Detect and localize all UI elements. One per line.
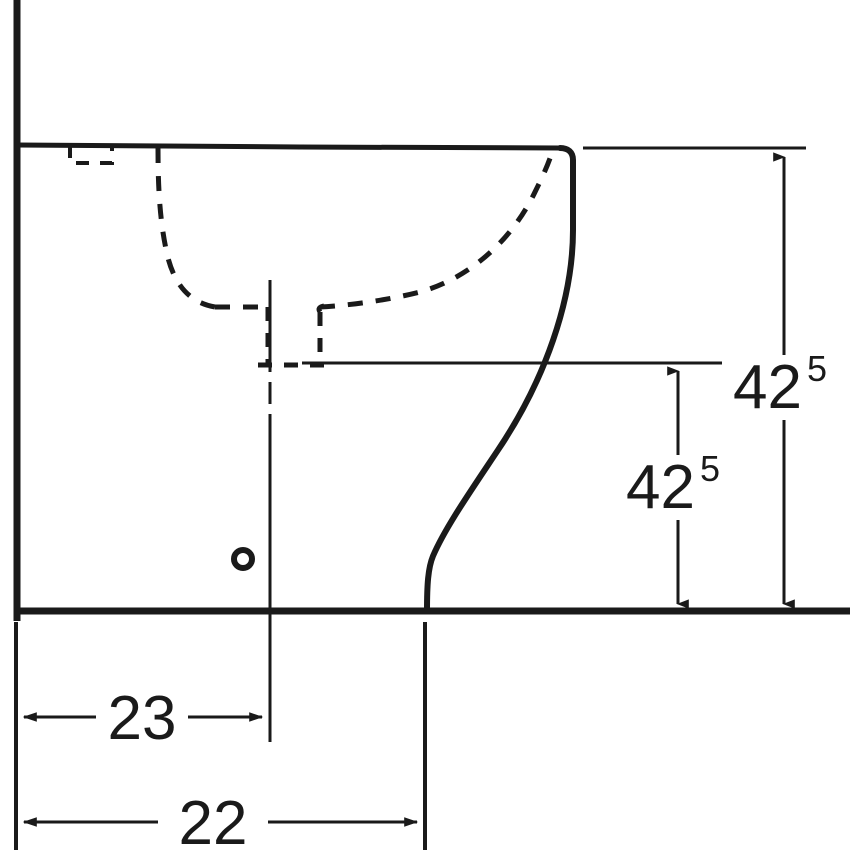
dimension-label-overall-height: 42 5 — [733, 348, 827, 422]
dimension-label-depth-overall: 22 — [179, 789, 248, 850]
dimension-label-inner-height: 42 5 — [626, 448, 720, 522]
wall-fixing-notch-hidden-line — [68, 145, 114, 165]
dimension-label-depth-front: 23 — [108, 684, 177, 753]
dimension-label-overall-height-value: 42 — [733, 353, 802, 422]
dimension-label-overall-height-superscript: 5 — [807, 348, 827, 389]
bowl-left-wall-hidden-line — [155, 147, 216, 310]
fixture-body-outline — [424, 145, 576, 614]
outlet-circle — [231, 547, 255, 571]
dimension-label-inner-height-superscript: 5 — [700, 448, 720, 489]
drain-box-fillet-hidden-line — [316, 303, 325, 314]
bowl-right-wall-hidden-line — [319, 148, 556, 310]
dimension-label-inner-height-value: 42 — [626, 453, 695, 522]
fixture-top-rim-line — [16, 142, 561, 151]
